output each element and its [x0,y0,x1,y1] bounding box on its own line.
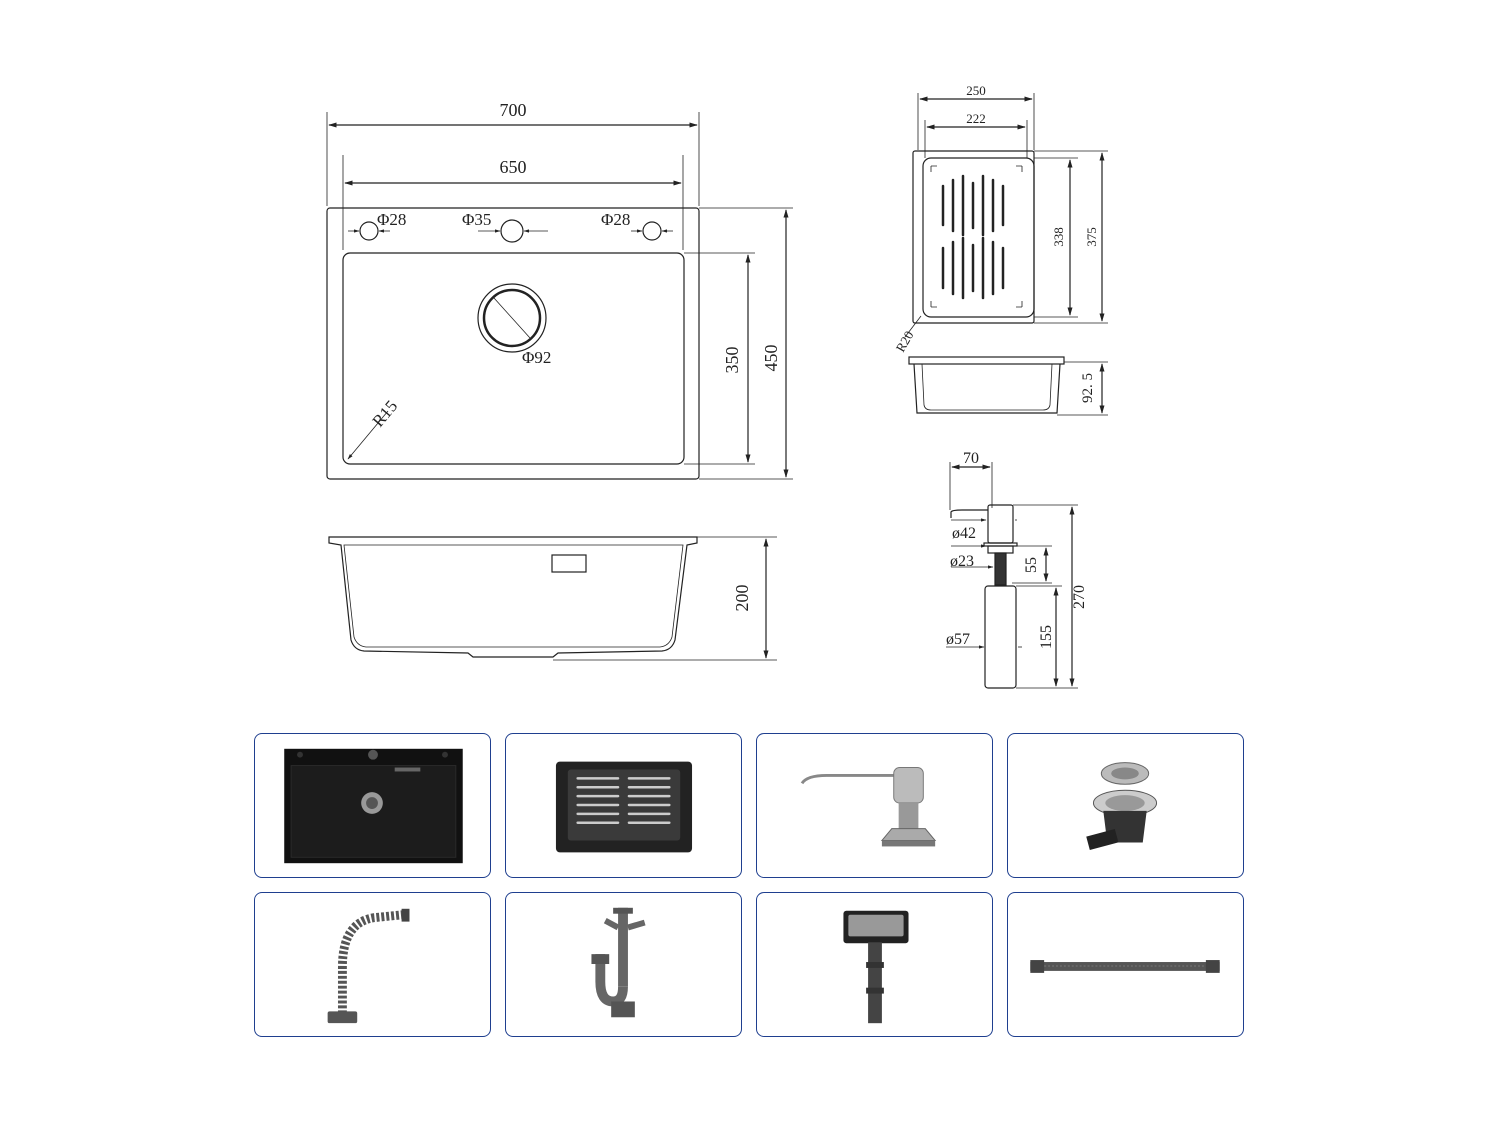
soap-dispenser-photo [800,767,937,847]
drainer-basket-top-view [904,93,1108,338]
dim-inner-depth: 350 [722,347,742,374]
dim-overall-depth: 450 [761,345,781,372]
dim-shank-length: 55 [1023,557,1040,573]
dim-bottle-length: 155 [1038,625,1055,649]
label-bottle-diameter: ø57 [946,631,970,648]
dim-basket-height: 92. 5 [1080,373,1096,403]
dim-inner-width: 650 [500,157,527,177]
label-tap-hole-right: Φ28 [601,210,630,229]
sink-bowl-outline [342,252,685,465]
dim-sink-height: 200 [732,585,752,612]
dim-basket-outer-length: 375 [1084,227,1099,247]
drainer-basket-side-view [908,356,1108,416]
dim-basket-inner-length: 338 [1051,227,1066,247]
drain-outer-ring [477,283,547,353]
sink-top-view [326,112,793,480]
label-shank-diameter: ø23 [950,553,974,570]
label-corner-radius: R15 [369,397,402,431]
dim-spout-reach: 70 [963,450,979,467]
accessory-card-sink [254,733,491,878]
drain-inner-ring [482,288,542,348]
drain-basket-photo [555,761,693,853]
soap-dispenser-side-view [946,462,1078,689]
extension-pipe-photo [1030,960,1220,973]
accessory-card-drain-basket [505,733,742,878]
sink-photo [284,748,463,864]
accessory-card-p-trap [505,892,742,1037]
label-drain: Φ92 [522,348,551,367]
p-trap-photo [591,907,646,1018]
overflow-cover-photo [843,910,909,1024]
accessory-card-strainer [1007,733,1244,878]
dim-total-height: 270 [1071,585,1088,609]
tap-hole-left [359,221,379,241]
dim-overall-width: 700 [500,100,527,120]
label-basket-radius: R20 [893,328,917,354]
label-tap-hole-center: Φ35 [462,210,491,229]
overflow-hose-photo [327,908,410,1024]
dim-basket-inner-width: 222 [966,111,986,126]
technical-drawing: 700 650 Φ28 Φ35 Φ28 Φ92 R15 350 450 200 [326,83,1108,689]
overflow-slot [551,554,587,573]
label-tap-hole-left: Φ28 [377,210,406,229]
strainer-photo [1086,762,1158,851]
label-head-diameter: ø42 [952,525,976,542]
dim-basket-outer-width: 250 [966,83,986,98]
accessory-card-soap-dispenser [756,733,993,878]
tap-hole-right [642,221,662,241]
basket-slots [941,174,1005,300]
tap-hole-center [500,219,524,243]
accessory-card-extension-pipe [1007,892,1244,1037]
basket-inner-outline [922,157,1035,318]
sink-side-view [328,536,777,661]
sink-outer-outline [326,207,700,480]
basket-outer-outline [912,150,1035,324]
accessory-card-overflow-cover [756,892,993,1037]
accessory-card-overflow-hose [254,892,491,1037]
